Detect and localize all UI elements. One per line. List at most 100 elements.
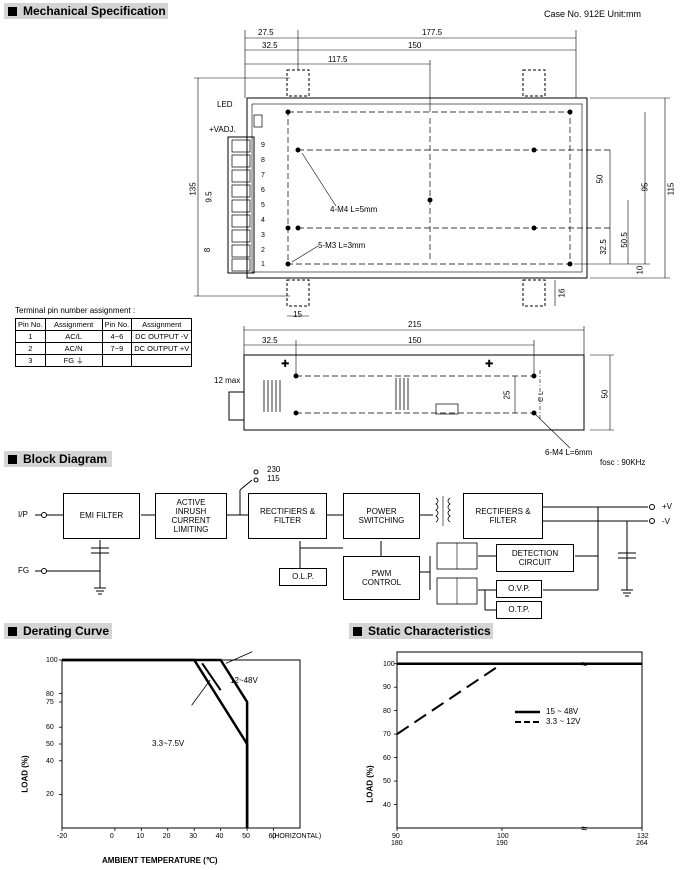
- side-dim-50: 50: [600, 389, 610, 399]
- dim-8: 8: [203, 247, 213, 253]
- side-dim-150: 150: [408, 336, 422, 345]
- ip-label: I/P: [18, 510, 28, 519]
- y-tick-label: 40: [383, 801, 391, 809]
- header-text: Static Characteristics: [368, 624, 491, 638]
- vminus-label: -V: [662, 517, 670, 526]
- v230-label: 230: [267, 465, 281, 474]
- olp-block: O.L.P.: [279, 568, 327, 586]
- plot-frame: [396, 651, 643, 829]
- pin-8: 8: [261, 157, 265, 164]
- centerline-label: C L: [537, 391, 545, 402]
- inrush-block: ACTIVE INRUSH CURRENT LIMITING: [155, 493, 227, 539]
- pin-5: 5: [261, 202, 265, 209]
- y-tick-label: 50: [383, 778, 391, 786]
- otp-block: O.T.P.: [496, 601, 542, 619]
- y-tick-label: 90: [383, 684, 391, 692]
- pin-table: Pin No. Assignment Pin No. Assignment 1 …: [15, 318, 193, 367]
- series-label-12-48: 12~48V: [230, 676, 258, 685]
- led-label: LED: [217, 100, 233, 109]
- ovp-block: O.V.P.: [496, 580, 542, 598]
- x-tick-top-label: 132: [637, 833, 649, 840]
- x-tick-label: 50: [242, 833, 250, 840]
- rectifier1-block: RECTIFIERS & FILTER: [248, 493, 327, 539]
- pin-6: 6: [261, 187, 265, 194]
- hole-m4-label: 4-M4 L=5mm: [330, 205, 378, 214]
- y-tick-label: 60: [383, 754, 391, 762]
- svg-text:✚: ✚: [485, 359, 493, 370]
- table-cell: 7~9: [101, 342, 133, 355]
- header-mechanical: Mechanical Specification: [4, 3, 168, 19]
- dim-50: 50: [595, 174, 605, 184]
- vplus-label: +V: [662, 502, 673, 511]
- dim-135: 135: [188, 182, 198, 196]
- x-tick-top-label: 90: [392, 833, 400, 840]
- table-cell: DC OUTPUT -V: [131, 330, 193, 343]
- case-outline: [246, 97, 588, 279]
- dim-117-5: 117.5: [328, 55, 348, 64]
- pwm-block: PWM CONTROL: [343, 556, 420, 600]
- table-cell: 1: [15, 330, 46, 343]
- power-switching-block: POWER SWITCHING: [343, 493, 420, 539]
- x-tick-label: (HORIZONTAL): [272, 833, 322, 840]
- series-label-3-3-7-5: 3.3~7.5V: [152, 739, 185, 748]
- dim-95: 95: [640, 182, 650, 192]
- fg-label: FG: [18, 566, 30, 575]
- table-header: Pin No.: [101, 318, 133, 331]
- axis-break-icon: ≈: [581, 659, 587, 671]
- x-tick-label: -20: [57, 833, 68, 840]
- pin-9: 9: [261, 142, 265, 149]
- dim-32-5: 32.5: [262, 41, 278, 50]
- table-header: Assignment: [44, 318, 103, 331]
- legend-3-3-12: 3.3 ~ 12V: [546, 717, 581, 726]
- vadj-label: +VADJ.: [209, 125, 236, 134]
- side-dim-25: 25: [502, 390, 512, 400]
- x-tick-top-label: 100: [497, 833, 509, 840]
- dim-9-5: 9.5: [204, 191, 214, 203]
- y-tick-label: 40: [46, 757, 54, 765]
- table-cell: [101, 354, 133, 367]
- bullet-square-icon: [353, 627, 362, 636]
- y-tick-label: 100: [46, 657, 58, 664]
- table-cell: 2: [15, 342, 46, 355]
- y-tick-label: 70: [383, 731, 391, 739]
- bullet-square-icon: [8, 7, 17, 16]
- x-tick-label: 60: [268, 833, 277, 840]
- label-leader: [201, 662, 222, 691]
- dim-150: 150: [408, 41, 422, 50]
- table-cell: AC/L: [44, 330, 103, 343]
- table-cell: DC OUTPUT +V: [131, 342, 193, 355]
- pin-2: 2: [261, 247, 265, 254]
- table-cell: FG ⏚: [44, 354, 103, 367]
- x-tick-label: 0: [109, 833, 114, 840]
- dim-27-5: 27.5: [258, 28, 274, 37]
- dim-10: 10: [635, 265, 645, 275]
- dim-50-5: 50.5: [619, 232, 629, 248]
- table-cell: AC/N: [44, 342, 103, 355]
- dim-16: 16: [557, 288, 567, 298]
- case-info: Case No. 912E Unit:mm: [544, 9, 642, 19]
- table-header: Assignment: [131, 318, 193, 331]
- header-derating: Derating Curve: [4, 623, 112, 639]
- derating-xlabel: AMBIENT TEMPERATURE (℃): [102, 856, 218, 865]
- table-row: 2 AC/N 7~9 DC OUTPUT +V: [15, 342, 193, 355]
- header-text: Derating Curve: [23, 624, 110, 638]
- x-tick-label: 30: [189, 833, 198, 840]
- table-row: 3 FG ⏚: [15, 354, 193, 367]
- x-tick-bottom-label: 264: [636, 840, 648, 847]
- side-dim-215: 215: [408, 320, 422, 329]
- y-tick-label: 20: [46, 791, 54, 799]
- series-line-dashed: [396, 662, 503, 735]
- x-tick-bottom-label: 190: [496, 840, 508, 847]
- detection-block: DETECTION CIRCUIT: [496, 544, 574, 572]
- y-tick-label: 60: [46, 724, 54, 732]
- x-tick-bottom-label: 180: [391, 840, 403, 847]
- dim-177-5: 177.5: [422, 28, 443, 37]
- y-tick-label: 100: [383, 660, 395, 668]
- y-tick-label: 75: [46, 699, 54, 706]
- table-header: Pin No.: [15, 318, 46, 331]
- legend-15-48: 15 ~ 48V: [546, 707, 579, 716]
- table-cell: 4~6: [101, 330, 133, 343]
- dim-15: 15: [293, 310, 302, 319]
